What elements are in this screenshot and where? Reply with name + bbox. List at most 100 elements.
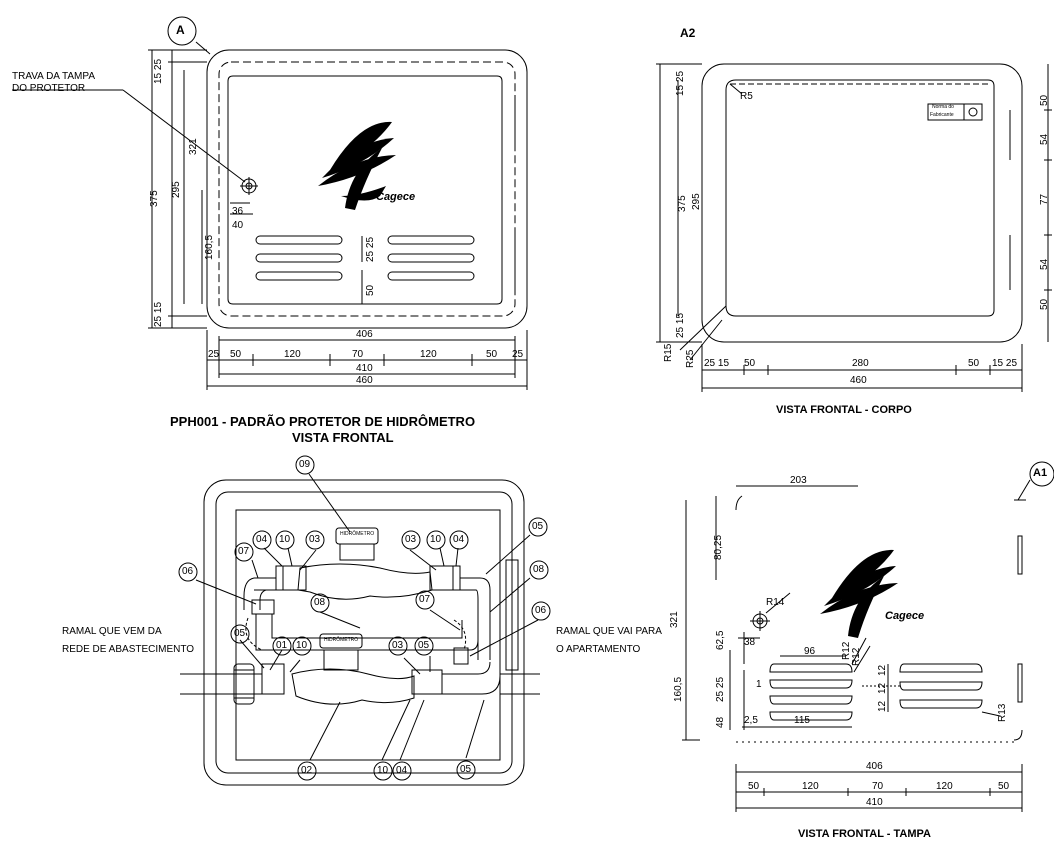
main-dim-460: 460 bbox=[356, 375, 373, 386]
install-meter-label-upper: HIDRÔMETRO bbox=[340, 531, 375, 537]
lid-dim-2-5: 2,5 bbox=[744, 715, 758, 726]
main-dim-410: 410 bbox=[356, 363, 373, 374]
lid-dim-120-left: 120 bbox=[802, 781, 819, 792]
body-dim-460: 460 bbox=[850, 375, 867, 386]
body-dim-280: 280 bbox=[852, 358, 869, 369]
main-dim-406: 406 bbox=[356, 329, 373, 340]
body-dim-15-25: 15 25 bbox=[675, 70, 686, 96]
body-inner-frame bbox=[725, 79, 995, 317]
main-title: PPH001 - PADRÃO PROTETOR DE HIDRÔMETRO bbox=[170, 414, 476, 429]
lid-title: VISTA FRONTAL - TAMPA bbox=[798, 828, 932, 840]
install-meter-label-lower: HIDRÔMETRO bbox=[324, 637, 359, 643]
install-callout-circles bbox=[178, 455, 551, 781]
install-callout-03-left: 03 bbox=[309, 534, 321, 545]
install-outer-frame bbox=[203, 479, 525, 786]
install-callout-04-right: 04 bbox=[453, 534, 465, 545]
main-section-bubble: A bbox=[176, 23, 185, 37]
body-dim-375: 375 bbox=[677, 195, 688, 212]
lid-dim-321: 321 bbox=[669, 611, 680, 628]
lid-dim-50-right: 50 bbox=[998, 781, 1010, 792]
install-callout-10-bottom: 10 bbox=[377, 765, 389, 776]
install-callout-02: 02 bbox=[301, 765, 313, 776]
lid-dim-410: 410 bbox=[866, 797, 883, 808]
lid-logo-text: Cagece bbox=[885, 610, 925, 622]
body-dim-25-15: 25 15 bbox=[675, 312, 686, 338]
install-callout-05-left: 05 bbox=[234, 628, 246, 639]
lid-radius-r13: R13 bbox=[997, 703, 1008, 722]
install-inner-frame bbox=[215, 491, 513, 774]
main-logo-text: Cagece bbox=[376, 191, 416, 203]
install-callout-06-right: 06 bbox=[535, 605, 547, 616]
body-outer-frame bbox=[701, 63, 1023, 343]
body-side-dim-54-top: 54 bbox=[1039, 133, 1050, 145]
main-dim-50-right: 50 bbox=[486, 349, 498, 360]
lid-section-bubble-circle bbox=[1029, 461, 1054, 487]
install-callout-07-right: 07 bbox=[419, 594, 431, 605]
body-dim-15-25-right: 15 25 bbox=[992, 358, 1018, 369]
install-lower-meter-body bbox=[291, 668, 415, 705]
install-callout-04-bottom: 04 bbox=[396, 765, 408, 776]
main-outer-frame bbox=[206, 49, 528, 329]
body-side-dim-50-top: 50 bbox=[1039, 94, 1050, 106]
lid-logo-mark bbox=[820, 549, 898, 638]
body-radius-r25: R25 bbox=[685, 349, 696, 368]
main-dim-40: 40 bbox=[232, 220, 244, 231]
lid-section-bubble: A1 bbox=[1033, 467, 1048, 479]
main-note-line-2: DO PROTETOR bbox=[12, 83, 86, 94]
lid-dim-38: 38 bbox=[744, 637, 756, 648]
main-dim-25-left: 25 bbox=[208, 349, 220, 360]
body-plate-line-2: Fabricante bbox=[930, 112, 954, 118]
lid-vents bbox=[769, 663, 983, 721]
install-callout-05-lower: 05 bbox=[418, 640, 430, 651]
install-callout-08-right: 08 bbox=[533, 564, 545, 575]
install-callout-05-bottom: 05 bbox=[460, 764, 472, 775]
install-upper-meter-body bbox=[297, 563, 433, 600]
main-dim-160-5: 160,5 bbox=[204, 234, 215, 260]
body-dim-295: 295 bbox=[691, 193, 702, 210]
lid-view-linework bbox=[682, 461, 1054, 812]
lid-dim-160-5: 160,5 bbox=[673, 676, 684, 702]
main-dim-50-left: 50 bbox=[230, 349, 242, 360]
main-dim-25-15: 25 15 bbox=[153, 301, 164, 327]
lid-dim-62-5: 62,5 bbox=[715, 630, 726, 650]
body-radius-r5: R5 bbox=[740, 91, 753, 102]
install-callout-05-top: 05 bbox=[532, 521, 544, 532]
lid-dim-406: 406 bbox=[866, 761, 883, 772]
install-check-valve bbox=[251, 599, 275, 615]
install-callout-06-left: 06 bbox=[182, 566, 194, 577]
install-callout-01: 01 bbox=[276, 640, 288, 651]
lid-dim-1: 1 bbox=[756, 679, 762, 690]
main-dim-295: 295 bbox=[171, 181, 182, 198]
main-dim-36: 36 bbox=[232, 206, 244, 217]
install-callout-07-left: 07 bbox=[238, 546, 250, 557]
main-note-line-1: TRAVA DA TAMPA bbox=[12, 71, 95, 82]
body-side-dim-77: 77 bbox=[1039, 193, 1050, 205]
install-right-label-1: RAMAL QUE VAI PARA bbox=[556, 626, 662, 637]
main-dim-321: 321 bbox=[188, 138, 199, 155]
main-subtitle: VISTA FRONTAL bbox=[292, 430, 394, 445]
main-dim-70: 70 bbox=[352, 349, 364, 360]
install-right-label-2: O APARTAMENTO bbox=[556, 644, 641, 655]
lid-dim-70: 70 bbox=[872, 781, 884, 792]
body-side-dim-50-bottom: 50 bbox=[1039, 298, 1050, 310]
main-dim-375: 375 bbox=[149, 190, 160, 207]
main-logo-mark bbox=[318, 121, 396, 210]
install-callout-04-left: 04 bbox=[256, 534, 268, 545]
main-section-bubble-circle bbox=[167, 16, 197, 46]
body-view-linework bbox=[656, 63, 1052, 392]
install-callout-03-right: 03 bbox=[405, 534, 417, 545]
install-callout-03-lower: 03 bbox=[392, 640, 404, 651]
lid-dim-120-right: 120 bbox=[936, 781, 953, 792]
install-callout-09: 09 bbox=[299, 459, 311, 470]
main-dim-25-right: 25 bbox=[512, 349, 524, 360]
lid-dim-203: 203 bbox=[790, 475, 807, 486]
body-plate-line-1: Norma do bbox=[932, 104, 954, 110]
body-dim-50-right: 50 bbox=[968, 358, 980, 369]
body-title: VISTA FRONTAL - CORPO bbox=[776, 404, 912, 416]
main-view-linework bbox=[12, 16, 528, 390]
lid-dim-12-b: 12 bbox=[877, 682, 888, 694]
main-inner-frame bbox=[218, 61, 516, 317]
body-radius-r15: R15 bbox=[663, 343, 674, 362]
